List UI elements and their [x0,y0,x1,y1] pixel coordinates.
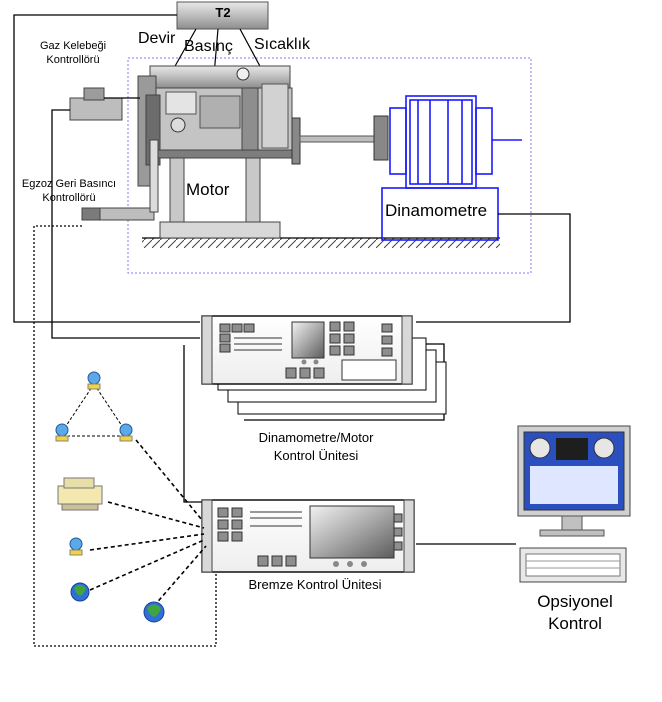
dynamometer-label: Dinamometre [385,201,488,220]
brake-unit-label: Bremze Kontrol Ünitesi [248,577,382,592]
printer-icon [57,477,103,511]
keyboard-drawing [519,547,627,583]
optional-control-label-line2: Kontrol [548,614,602,633]
throttle-controller-drawing [69,87,140,121]
peripheral-links [89,439,207,607]
monitor-drawing [517,425,631,537]
throttle-controller-label-line2: Kontrollörü [46,54,100,66]
network-node-icon [69,537,83,556]
temperature-label: Sıcaklık [254,36,311,53]
network-node-icon [55,423,69,442]
wiring [13,14,571,545]
exhaust-dotted-link [33,225,217,647]
throttle-controller-label-line1: Gaz Kelebeği [39,40,107,52]
network-node-icon [87,371,101,390]
bench-frame [127,57,532,274]
sensor-box [176,1,269,30]
pressure-label: Basınç [184,38,233,55]
optional-control-label-line1: Opsiyonel [537,592,613,611]
dyno-motor-unit-label-line2: Kontrol Ünitesi [273,448,359,463]
network-triangle [55,371,133,442]
globe-icon [70,582,90,602]
speed-label: Devir [138,30,176,47]
globe-icon [143,601,165,623]
motor-label: Motor [186,180,230,199]
exhaust-controller-label-line2: Kontrollörü [42,192,96,204]
network-node-icon [119,423,133,442]
dyno-motor-unit-label-line1: Dinamometre/Motor [258,430,374,445]
exhaust-controller-drawing [81,139,159,221]
brake-control-unit-drawing [201,499,415,573]
exhaust-controller-label-line1: Egzoz Geri Basıncı [21,178,117,190]
engine-drawing [137,65,389,239]
sensor-box-label: T2 [215,5,231,20]
dyno-motor-control-unit-drawing [201,315,447,415]
